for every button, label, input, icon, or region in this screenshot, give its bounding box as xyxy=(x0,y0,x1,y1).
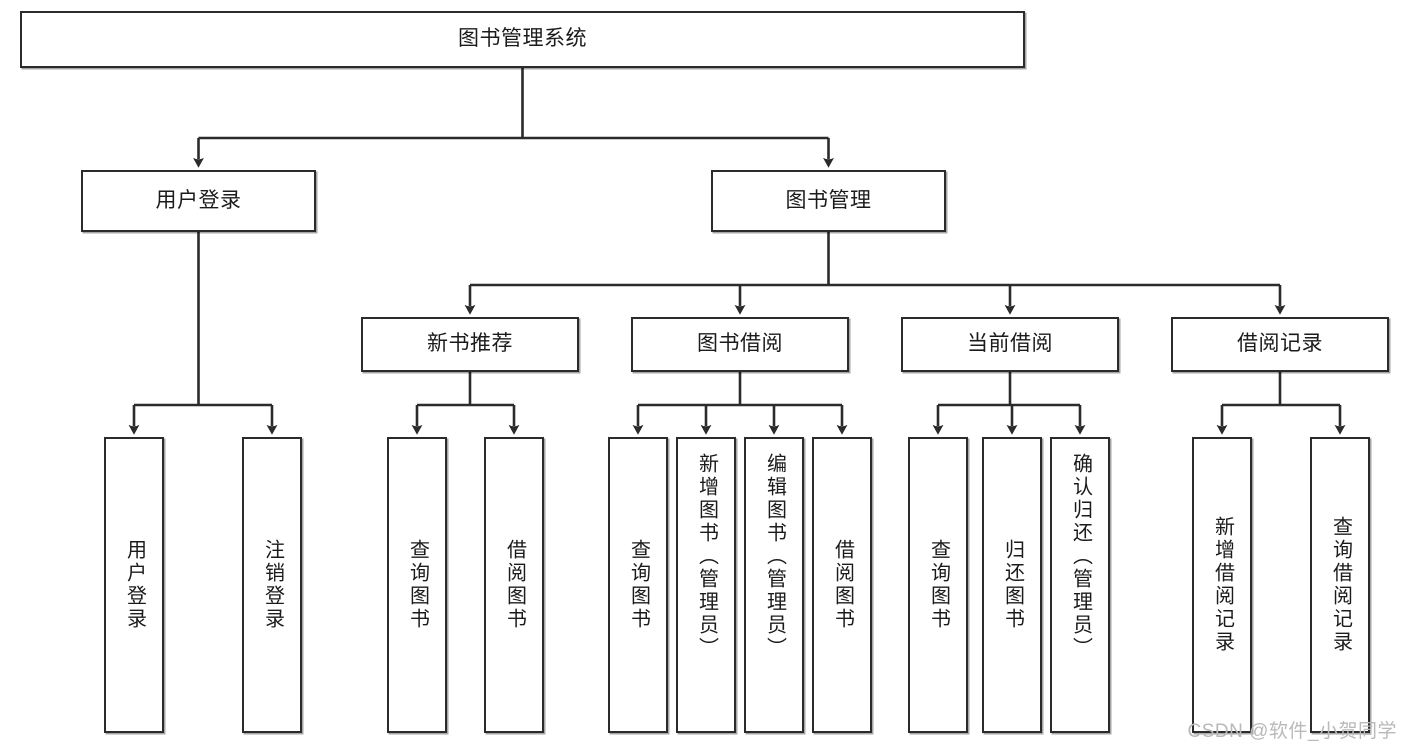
node-l-nb-borrow[interactable]: 借阅图书 xyxy=(484,437,544,733)
node-label: 当前借阅 xyxy=(967,332,1053,356)
node-label: 归还图书 xyxy=(1001,539,1024,631)
node-l-login[interactable]: 用户登录 xyxy=(104,437,164,733)
node-l-rec-query[interactable]: 查询借阅记录 xyxy=(1310,437,1370,733)
node-label: 新书推荐 xyxy=(427,332,513,356)
node-label: 查询借阅记录 xyxy=(1329,516,1352,654)
node-label: 查询图书 xyxy=(627,539,650,631)
node-label: 图书管理系统 xyxy=(458,27,587,51)
node-l-cur-query[interactable]: 查询图书 xyxy=(908,437,968,733)
node-l-rec-add[interactable]: 新增借阅记录 xyxy=(1192,437,1252,733)
node-label: 编辑图书（管理员） xyxy=(763,453,786,660)
node-newbook[interactable]: 新书推荐 xyxy=(361,317,579,372)
node-label: 借阅记录 xyxy=(1237,332,1323,356)
node-label: 注销登录 xyxy=(261,539,284,631)
node-label: 用户登录 xyxy=(123,539,146,631)
node-label: 查询图书 xyxy=(406,539,429,631)
node-records[interactable]: 借阅记录 xyxy=(1171,317,1389,372)
node-l-bq-edit[interactable]: 编辑图书（管理员） xyxy=(744,437,804,733)
node-l-cur-return[interactable]: 归还图书 xyxy=(982,437,1042,733)
node-label: 查询图书 xyxy=(927,539,950,631)
node-root[interactable]: 图书管理系统 xyxy=(20,11,1025,68)
node-label: 确认归还（管理员） xyxy=(1069,453,1092,660)
node-label: 新增借阅记录 xyxy=(1211,516,1234,654)
node-login[interactable]: 用户登录 xyxy=(81,170,316,232)
node-l-bq-query[interactable]: 查询图书 xyxy=(608,437,668,733)
node-label: 用户登录 xyxy=(155,188,242,212)
node-current[interactable]: 当前借阅 xyxy=(901,317,1119,372)
node-label: 新增图书（管理员） xyxy=(695,453,718,660)
node-label: 借阅图书 xyxy=(831,539,854,631)
node-bookmgmt[interactable]: 图书管理 xyxy=(711,170,946,232)
node-l-cur-confirm[interactable]: 确认归还（管理员） xyxy=(1050,437,1110,733)
csdn-watermark: CSDN @软件_小贺同学 xyxy=(1187,721,1397,742)
node-borrow[interactable]: 图书借阅 xyxy=(631,317,849,372)
node-label: 借阅图书 xyxy=(503,539,526,631)
node-l-nb-query[interactable]: 查询图书 xyxy=(387,437,447,733)
node-label: 图书管理 xyxy=(785,188,872,212)
node-label: 图书借阅 xyxy=(697,332,783,356)
node-l-bq-add[interactable]: 新增图书（管理员） xyxy=(676,437,736,733)
node-l-logout[interactable]: 注销登录 xyxy=(242,437,302,733)
node-l-bq-borrow[interactable]: 借阅图书 xyxy=(812,437,872,733)
